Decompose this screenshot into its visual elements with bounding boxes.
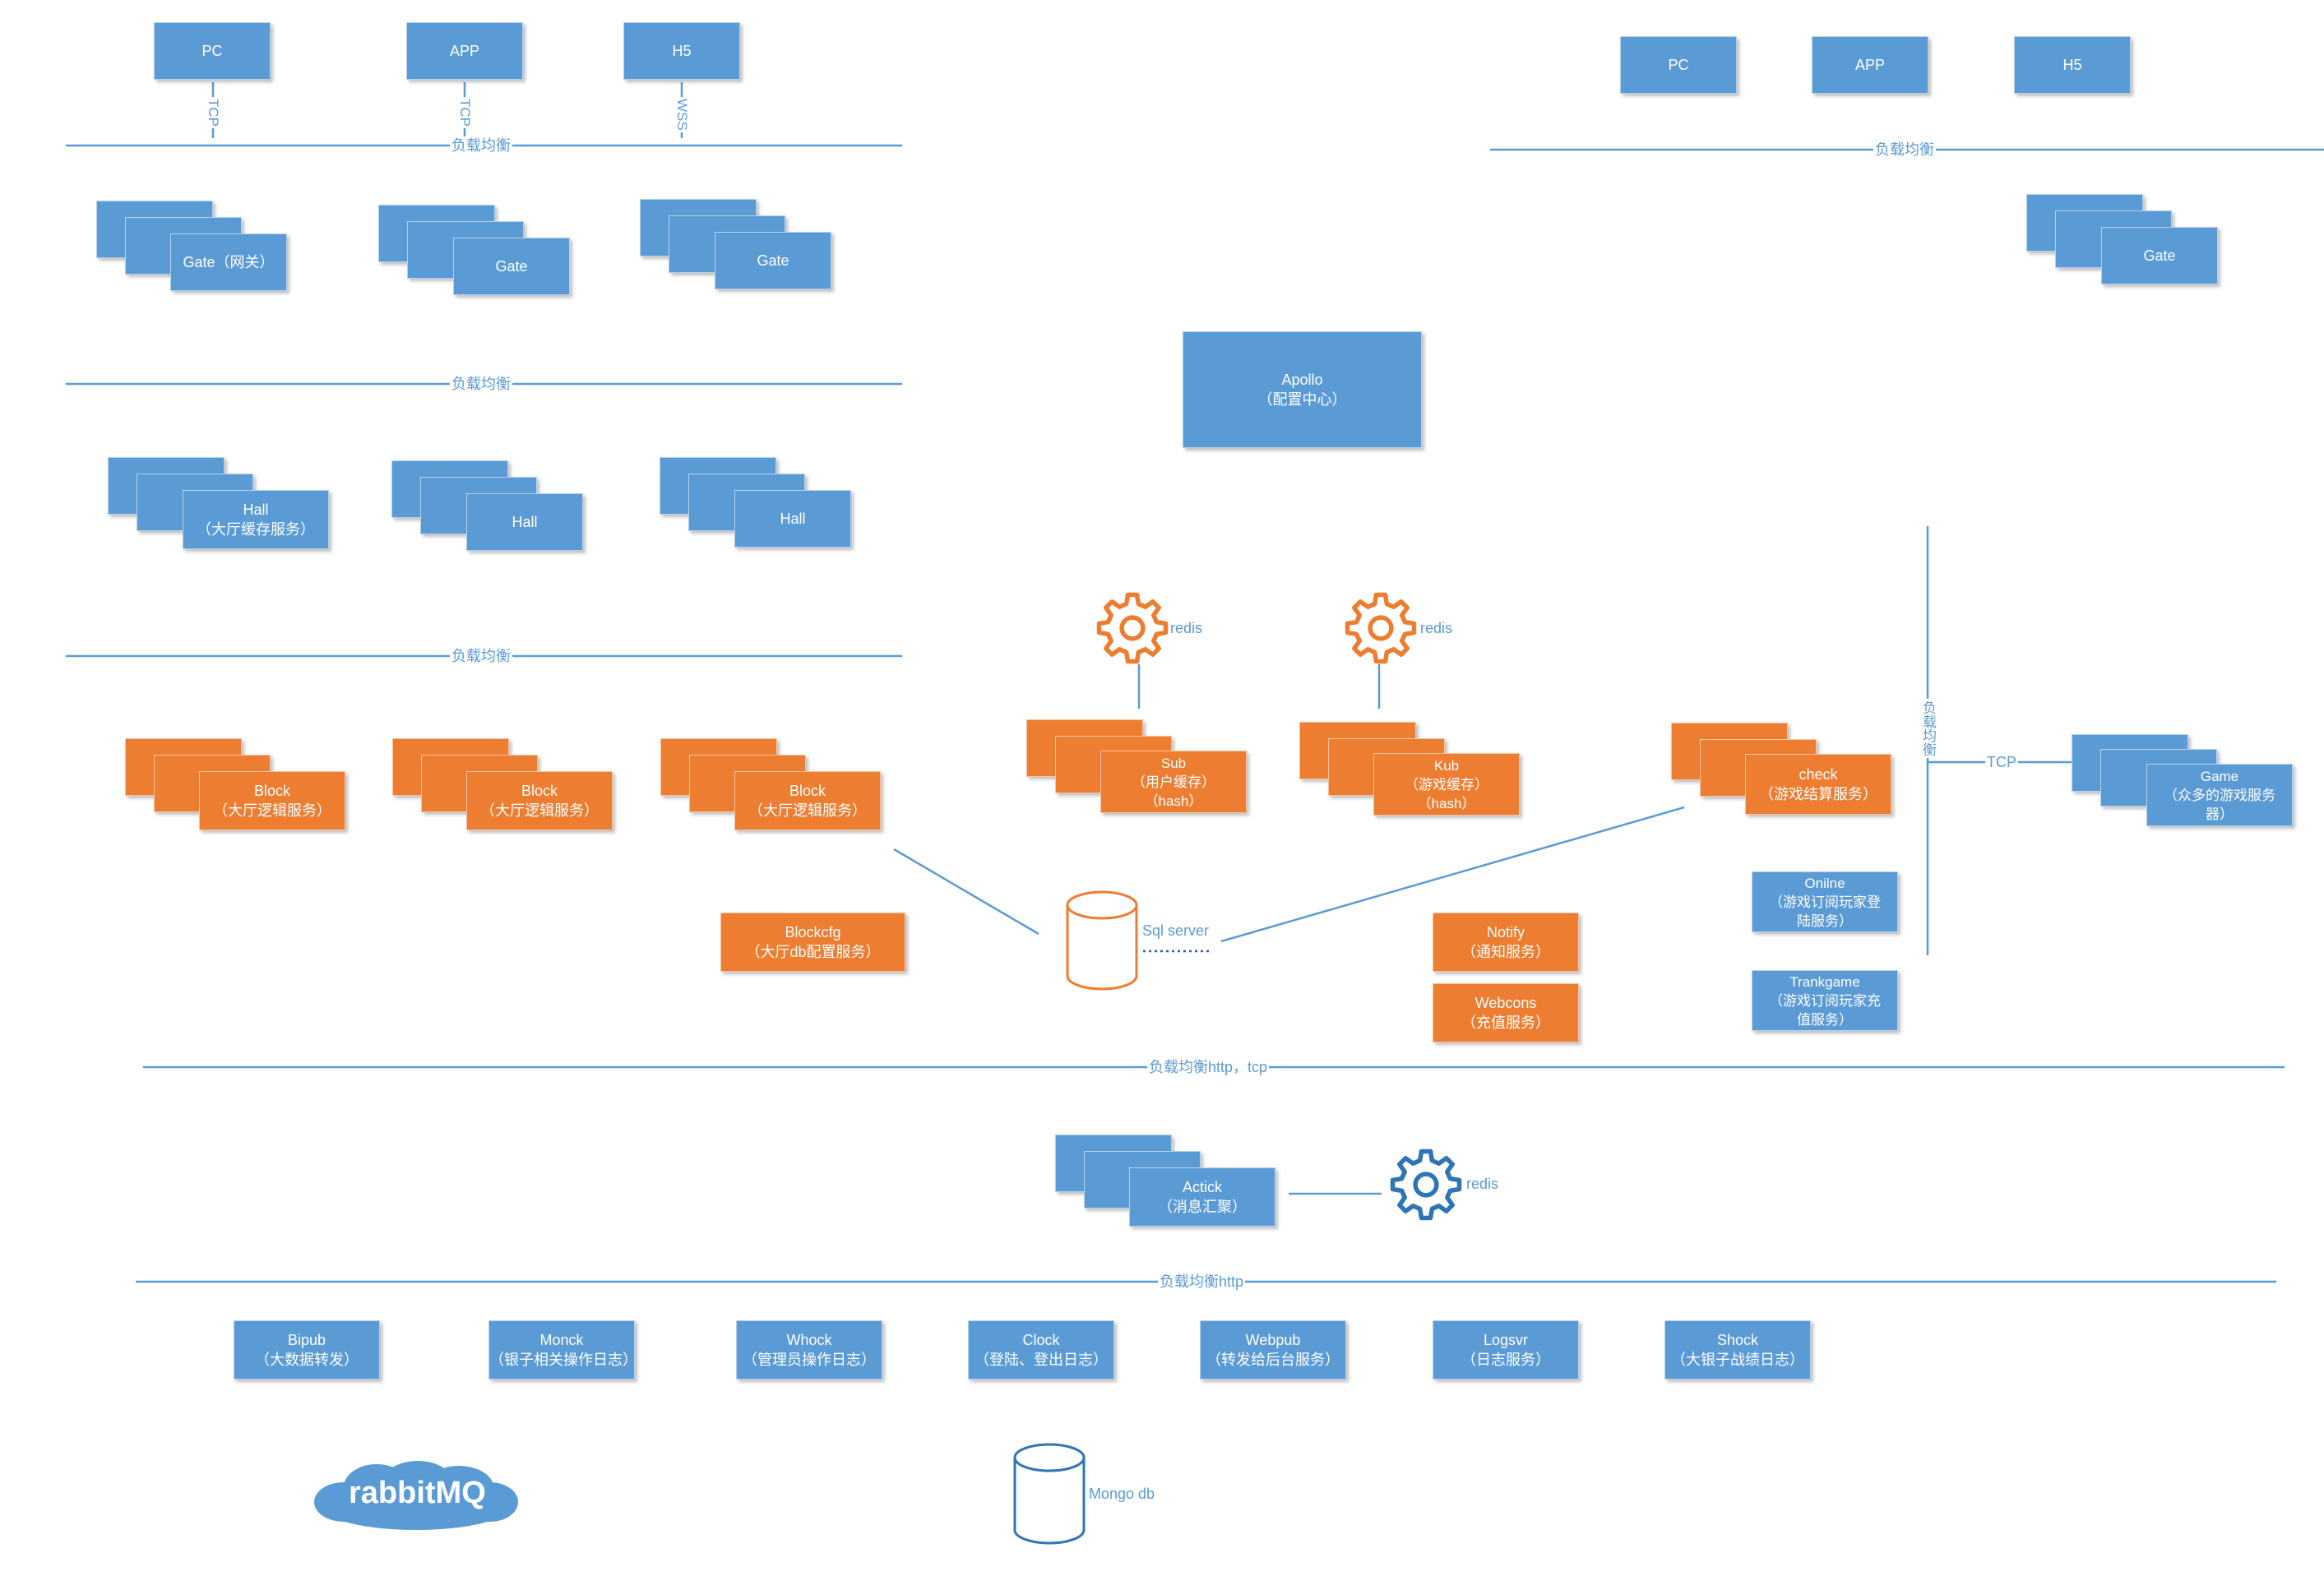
block-box-3: Block （大厅逻辑服务） bbox=[734, 771, 881, 830]
client-pc-box: PC bbox=[154, 22, 271, 80]
online-box: Onilne （游戏订阅玩家登 陆服务） bbox=[1752, 871, 1898, 932]
apollo-config-center: Apollo （配置中心） bbox=[1183, 331, 1422, 448]
webcons-box: Webcons （充值服务） bbox=[1433, 983, 1579, 1042]
load-balance-label-2: 负载均衡 bbox=[450, 375, 512, 393]
redis-label-2: redis bbox=[1420, 620, 1453, 636]
clock-box: Clock （登陆、登出日志） bbox=[968, 1320, 1114, 1380]
client-h5-box: H5 bbox=[623, 22, 740, 80]
blockcfg-box: Blockcfg （大厅db配置服务） bbox=[720, 913, 905, 972]
load-balance-label-right: 负载均衡 bbox=[1873, 141, 1936, 159]
redis-gear-icon-1 bbox=[1096, 592, 1169, 664]
mongodb-database-icon bbox=[1013, 1443, 1086, 1545]
client-app-box: APP bbox=[406, 22, 523, 80]
redis-gear-icon-2 bbox=[1345, 592, 1417, 664]
load-balance-label-1: 负载均衡 bbox=[450, 136, 512, 155]
protocol-tcp-app: TCP bbox=[457, 97, 473, 128]
block-box-1: Block （大厅逻辑服务） bbox=[199, 771, 345, 830]
trankgame-box: Trankgame （游戏订阅玩家充 值服务） bbox=[1752, 970, 1898, 1031]
check-settlement-box: check （游戏结算服务） bbox=[1745, 754, 1891, 815]
sql-server-database-icon bbox=[1066, 890, 1138, 991]
client-pc-right-box: PC bbox=[1620, 36, 1737, 94]
rabbitmq-cloud-icon bbox=[314, 1461, 518, 1530]
kub-game-cache-box: Kub （游戏缓存） （hash） bbox=[1373, 753, 1520, 816]
whock-box: Whock （管理员操作日志） bbox=[736, 1320, 882, 1380]
load-balance-http-tcp-label: 负载均衡http，tcp bbox=[1147, 1058, 1270, 1076]
load-balance-http-label: 负载均衡http bbox=[1158, 1273, 1246, 1291]
gate-box-right: Gate bbox=[2101, 227, 2218, 284]
sub-user-cache-box: Sub （用户缓存） （hash） bbox=[1100, 751, 1247, 813]
shock-box: Shock （大银子战绩日志） bbox=[1664, 1320, 1811, 1380]
redis-label-3: redis bbox=[1466, 1176, 1499, 1192]
mongodb-label: Mongo db bbox=[1089, 1486, 1155, 1502]
monck-box: Monck （银子相关操作日志） bbox=[488, 1320, 637, 1380]
gate-box-1: Gate（网关） bbox=[170, 233, 287, 291]
gate-box-3: Gate bbox=[715, 232, 831, 289]
client-h5-right-box: H5 bbox=[2014, 36, 2131, 94]
logsvr-box: Logsvr （日志服务） bbox=[1433, 1320, 1579, 1380]
hall-box-3: Hall bbox=[734, 490, 851, 548]
game-servers-box: Game （众多的游戏服务 器） bbox=[2146, 764, 2293, 826]
hall-box-2: Hall bbox=[466, 493, 583, 551]
notify-box: Notify （通知服务） bbox=[1433, 913, 1579, 972]
sql-server-label: Sql server bbox=[1142, 922, 1210, 939]
webpub-box: Webpub （转发给后台服务） bbox=[1200, 1320, 1346, 1380]
protocol-wss-h5: WSS bbox=[674, 97, 690, 132]
bipub-box: Bipub （大数据转发） bbox=[234, 1320, 380, 1380]
protocol-tcp-pc: TCP bbox=[206, 97, 221, 128]
rabbitmq-label: rabbitMQ bbox=[349, 1476, 486, 1510]
hall-box-1: Hall （大厅缓存服务） bbox=[183, 490, 329, 549]
actick-message-box: Actick （消息汇聚） bbox=[1129, 1167, 1275, 1227]
block-box-2: Block （大厅逻辑服务） bbox=[466, 771, 613, 830]
load-balance-label-vertical: 负载均衡 bbox=[1920, 699, 1936, 758]
protocol-tcp-game: TCP bbox=[1985, 753, 2018, 771]
gate-box-2: Gate bbox=[453, 238, 570, 295]
load-balance-label-3: 负载均衡 bbox=[450, 647, 512, 665]
client-app-right-box: APP bbox=[1812, 36, 1928, 94]
redis-gear-icon-3 bbox=[1390, 1148, 1462, 1221]
redis-label-1: redis bbox=[1170, 620, 1203, 636]
